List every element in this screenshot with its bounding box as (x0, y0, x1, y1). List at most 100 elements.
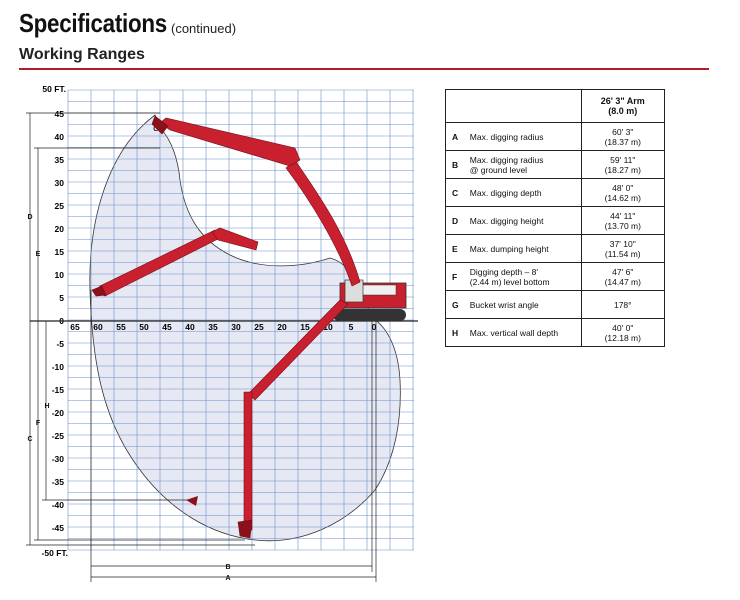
spec-row-value-imperial: 40' 0" (612, 322, 634, 333)
top-ft-label: 50 FT. (42, 84, 66, 94)
spec-row-label: Max. digging height (465, 206, 582, 235)
y-tick-label: 45 (55, 109, 65, 119)
digging-envelope (89, 114, 401, 542)
heading-rule (19, 68, 709, 70)
x-tick-label: 25 (254, 322, 264, 332)
spec-row-value-imperial: 60' 3" (612, 126, 634, 137)
dim-g: G (153, 126, 159, 133)
spec-row-key: A (444, 122, 466, 151)
x-tick-label: 15 (300, 322, 310, 332)
x-tick-label: 0 (372, 322, 377, 332)
y-tick-label: -45 (52, 523, 65, 533)
dimension-letters: D E G H F C B A (27, 126, 230, 582)
dimension-lines (26, 112, 377, 582)
spec-row-value: 178° (580, 290, 666, 319)
x-tick-label: 10 (323, 322, 333, 332)
spec-row-value: 37' 10"(11.54 m) (580, 234, 666, 263)
spec-row-label: Max. digging radius (465, 122, 582, 151)
spec-header-blank (445, 89, 582, 123)
boom-arm-mid (91, 227, 259, 297)
spec-row-key: F (444, 262, 466, 291)
spec-row-label-line1: Max. dumping height (469, 243, 549, 254)
spec-row-value-metric: (14.47 m) (604, 276, 641, 287)
spec-row-key: C (444, 178, 466, 207)
spec-row-label: Max. digging radius@ ground level (465, 150, 582, 179)
y-tick-label: -10 (52, 362, 65, 372)
x-tick-label: 30 (231, 322, 241, 332)
x-tick-label: 50 (139, 322, 149, 332)
spec-row-value-imperial: 37' 10" (609, 238, 636, 249)
spec-row-value-imperial: 59' 11" (610, 154, 636, 165)
y-tick-label: -35 (52, 477, 65, 487)
spec-row-label-line1: Max. digging radius (469, 154, 544, 165)
spec-row-label: Digging depth – 8'(2.44 m) level bottom (465, 262, 582, 291)
spec-row-value-imperial: 47' 6" (612, 266, 634, 277)
x-tick-label: 40 (185, 322, 195, 332)
dim-h: H (44, 403, 49, 410)
y-tick-label: 20 (55, 224, 65, 234)
spec-row-value: 60' 3"(18.37 m) (580, 122, 666, 151)
y-tick-label: 15 (55, 247, 65, 257)
spec-row-value-metric: (13.70 m) (604, 220, 641, 231)
spec-row-value: 47' 6"(14.47 m) (580, 262, 666, 291)
y-tick-label: -20 (52, 408, 65, 418)
excavator-machine (333, 279, 407, 321)
x-tick-label: 35 (208, 322, 218, 332)
page-title: Specifications (19, 8, 167, 38)
spec-row-value-metric: (18.27 m) (604, 164, 641, 175)
spec-row-label: Max. digging depth (465, 178, 582, 207)
spec-row-label: Max. dumping height (465, 234, 582, 263)
y-tick-label: -15 (52, 385, 65, 395)
spec-row-label-line2: (2.44 m) level bottom (469, 276, 550, 287)
x-tick-label: 45 (162, 322, 172, 332)
spec-row-key: B (444, 150, 466, 179)
spec-header-arm-line1: 26' 3" Arm (600, 96, 645, 106)
spec-row-value-metric: (11.54 m) (604, 248, 641, 259)
x-tick-label: 65 (70, 322, 80, 332)
x-tick-label: 5 (349, 322, 354, 332)
y-tick-label: 35 (55, 155, 65, 165)
spec-row-value: 40' 0"(12.18 m) (580, 318, 666, 347)
spec-row-value-metric: (14.62 m) (604, 192, 641, 203)
y-tick-label: 25 (55, 201, 65, 211)
dim-d: D (27, 214, 32, 221)
dim-b: B (225, 564, 230, 571)
y-tick-label: -5 (56, 339, 64, 349)
x-tick-label: 20 (277, 322, 287, 332)
spec-row-key: E (444, 234, 466, 263)
spec-row-value-metric: (18.37 m) (604, 136, 641, 147)
spec-row-value-imperial: 44' 11" (610, 210, 636, 221)
spec-row-label-line1: Max. digging radius (469, 131, 544, 142)
bucket-lower-left (186, 496, 198, 506)
spec-row-label-line2: @ ground level (469, 164, 528, 175)
spec-row-key: D (444, 206, 466, 235)
dim-c: C (27, 436, 32, 443)
title-suffix: (continued) (171, 21, 237, 36)
dim-a: A (225, 575, 230, 582)
spec-row-key: H (444, 318, 466, 347)
spec-header-arm: 26' 3" Arm (8.0 m) (580, 89, 666, 123)
section-heading: Working Ranges (19, 46, 145, 63)
y-tick-label: 40 (55, 132, 65, 142)
spec-row-value: 59' 11"(18.27 m) (580, 150, 666, 179)
y-tick-label: -25 (52, 431, 65, 441)
grid (67, 89, 414, 551)
spec-row-value-imperial: 178° (613, 299, 632, 310)
y-tick-label: -40 (52, 500, 65, 510)
spec-row-key: G (444, 290, 466, 319)
spec-row-label: Max. vertical wall depth (465, 318, 582, 347)
y-tick-label: 10 (55, 270, 65, 280)
spec-row-label: Bucket wrist angle (465, 290, 582, 319)
y-tick-label: 30 (55, 178, 65, 188)
